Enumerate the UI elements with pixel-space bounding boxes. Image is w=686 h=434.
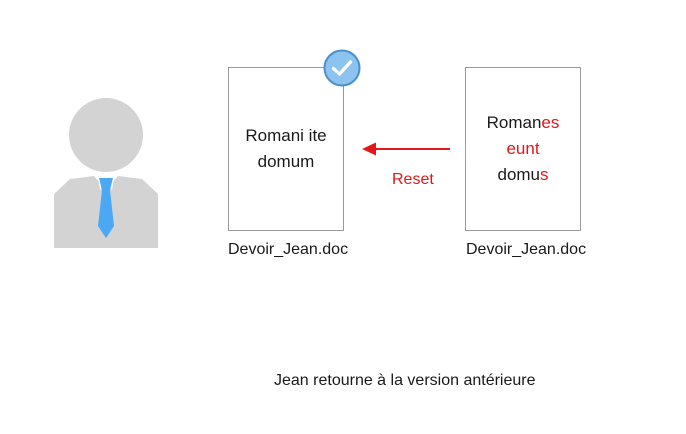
restored-document-text: Romani ite domum [245,123,326,175]
restored-document-filename: Devoir_Jean.doc [228,241,349,258]
line-3-change: s [540,165,549,184]
modified-document-filename: Devoir_Jean.doc [466,241,587,258]
modified-document-line-2: eunt [506,139,540,158]
line-3-base: domu [497,165,541,184]
modified-document[interactable]: Romanes eunt domus [465,67,581,231]
checkmark-badge-icon [323,49,361,87]
restored-document-line-2: domum [257,152,315,171]
restored-document[interactable]: Romani ite domum [228,67,344,231]
modified-document-line-1: Romanes [487,110,560,136]
line-1-change: es [541,113,560,132]
modified-document-text: Romanes eunt domus [487,110,560,188]
left-arrow-icon [362,142,450,156]
reset-label: Reset [392,171,434,188]
restored-document-line-1: Romani ite [245,126,327,145]
line-1-base: Roman [486,113,542,132]
diagram-caption: Jean retourne à la version antérieure [274,372,536,389]
modified-document-line-3: domus [487,162,560,188]
user-with-tie-icon [54,98,158,248]
